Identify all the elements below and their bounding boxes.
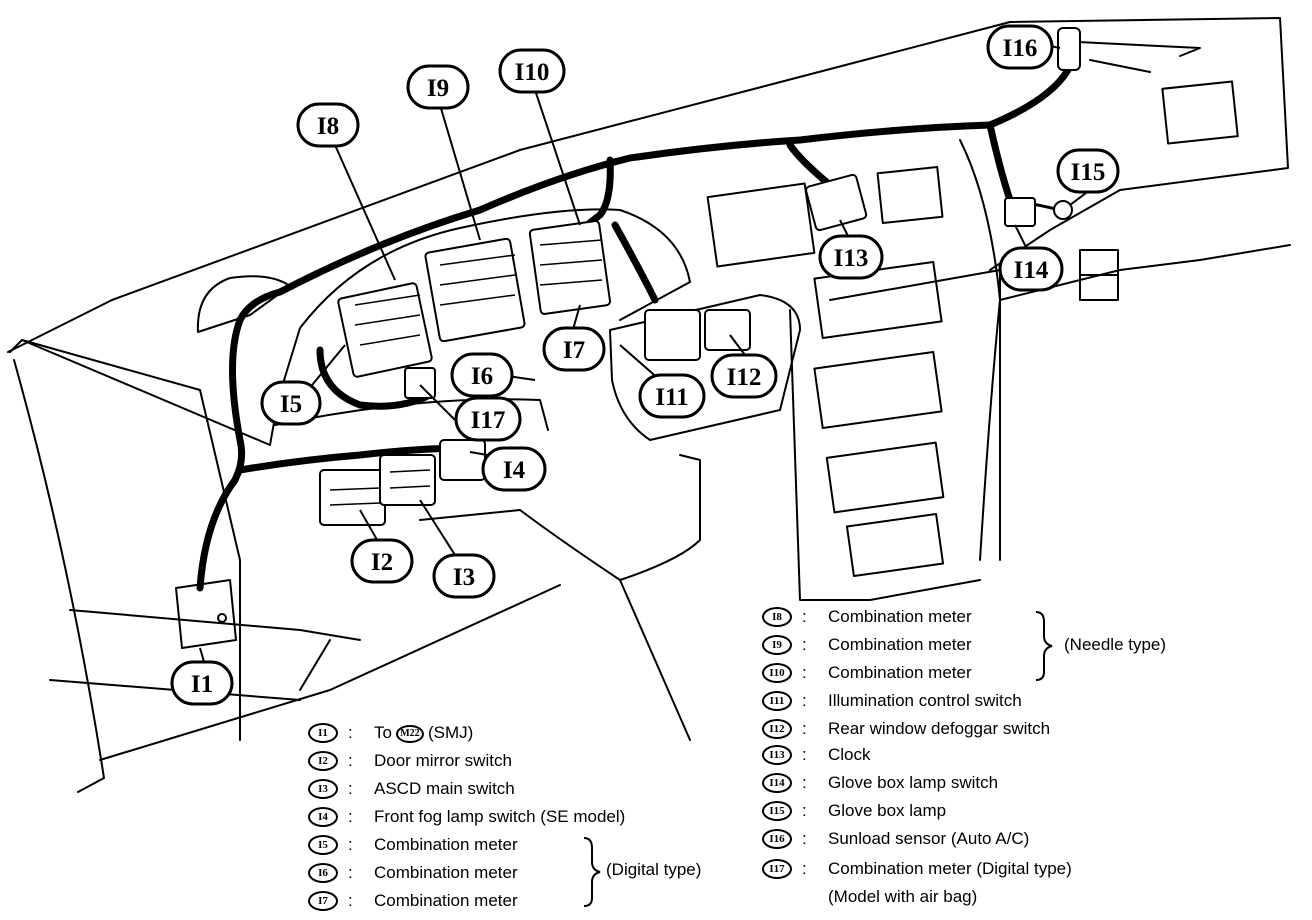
connector-i11 <box>644 309 701 361</box>
callout-i15: I15 <box>1071 159 1106 186</box>
connector-i12 <box>704 309 751 351</box>
callout-bubble-i6 <box>450 352 514 398</box>
sensor-i16 <box>1057 27 1081 71</box>
relay-box <box>175 579 237 649</box>
callout-i2: I2 <box>371 549 393 576</box>
callout-bubble-i11 <box>638 373 706 419</box>
legend-badge-i6: I6 <box>308 863 338 883</box>
legend-badge-i3: I3 <box>308 779 338 799</box>
legend-badge-i10: I10 <box>762 663 792 683</box>
callout-i3: I3 <box>453 564 475 591</box>
callout-i10: I10 <box>515 59 550 86</box>
callout-i12: I12 <box>727 364 762 391</box>
callout-i16: I16 <box>1003 35 1038 62</box>
callout-bubble-i1 <box>170 660 234 706</box>
needle-type-brace <box>1035 611 1053 681</box>
connector-i6-i17 <box>404 367 436 399</box>
callout-i6: I6 <box>471 363 493 390</box>
connector-i14 <box>1004 197 1036 227</box>
callout-i7: I7 <box>563 337 585 364</box>
dash-top-outline <box>7 17 1289 353</box>
needle-type-label: (Needle type) <box>1064 635 1167 654</box>
callout-bubble-i4 <box>481 446 547 492</box>
connector-i2 <box>319 469 386 526</box>
connector-i3 <box>379 454 436 506</box>
callout-bubble-i12 <box>710 353 778 399</box>
connector-i9 <box>424 237 526 343</box>
legend-badge-i14: I14 <box>762 773 792 793</box>
callout-bubble-i16 <box>986 24 1054 70</box>
column-cover <box>519 454 701 581</box>
meter-hood <box>269 208 691 446</box>
connector-i13 <box>805 173 868 232</box>
callout-bubble-i3 <box>432 553 496 599</box>
legend-badge-i12: I12 <box>762 719 792 739</box>
callout-bubble-i10 <box>498 48 566 94</box>
glove-box-side <box>959 139 1001 561</box>
callout-bubble-i13 <box>818 234 884 280</box>
main-harness <box>196 66 1072 592</box>
inline-connector-ref: M22 <box>395 724 424 743</box>
callout-i13: I13 <box>834 245 869 272</box>
legend-badge-i11: I11 <box>762 691 792 711</box>
callout-i11: I11 <box>655 384 688 411</box>
center-stack <box>609 294 801 441</box>
connector-i4 <box>439 439 486 481</box>
legend-badge-i7: I7 <box>308 891 338 911</box>
callout-bubble-i8 <box>296 102 360 148</box>
callout-i5: I5 <box>280 391 302 418</box>
digital-type-brace <box>583 837 601 907</box>
legend-badge-i17: I17 <box>762 859 792 879</box>
callout-bubble-i2 <box>350 538 414 584</box>
lower-harness-branch <box>236 444 474 474</box>
legend-badge-i5: I5 <box>308 835 338 855</box>
dash-lower-edge <box>13 359 105 793</box>
callout-i9: I9 <box>427 75 449 102</box>
callout-i14: I14 <box>1014 257 1049 284</box>
callout-bubble-i14 <box>998 246 1064 292</box>
callout-bubble-i7 <box>542 326 606 372</box>
callout-i8: I8 <box>317 113 339 140</box>
callout-bubble-i9 <box>406 64 470 110</box>
legend-right: I8 : Combination meter I9 : Combination … <box>762 604 1262 914</box>
legend-badge-i2: I2 <box>308 751 338 771</box>
lamp-i15 <box>1053 200 1073 220</box>
legend-badge-i1: I1 <box>308 723 338 743</box>
callout-bubble-i5 <box>260 380 322 426</box>
legend-badge-i15: I15 <box>762 801 792 821</box>
legend-badge-i8: I8 <box>762 607 792 627</box>
callout-bubble-i15 <box>1056 148 1120 194</box>
callout-i1: I1 <box>191 671 213 698</box>
legend-badge-i4: I4 <box>308 807 338 827</box>
connector-i8 <box>337 282 433 378</box>
legend-badge-i13: I13 <box>762 745 792 765</box>
legend-badge-i16: I16 <box>762 829 792 849</box>
callout-i17: I17 <box>471 407 506 434</box>
legend-badge-i9: I9 <box>762 635 792 655</box>
connector-i10 <box>528 220 611 315</box>
dash-left-face <box>21 339 241 741</box>
callout-i4: I4 <box>503 457 526 484</box>
callout-bubble-i17 <box>454 396 522 442</box>
digital-type-label: (Digital type) <box>606 860 702 879</box>
